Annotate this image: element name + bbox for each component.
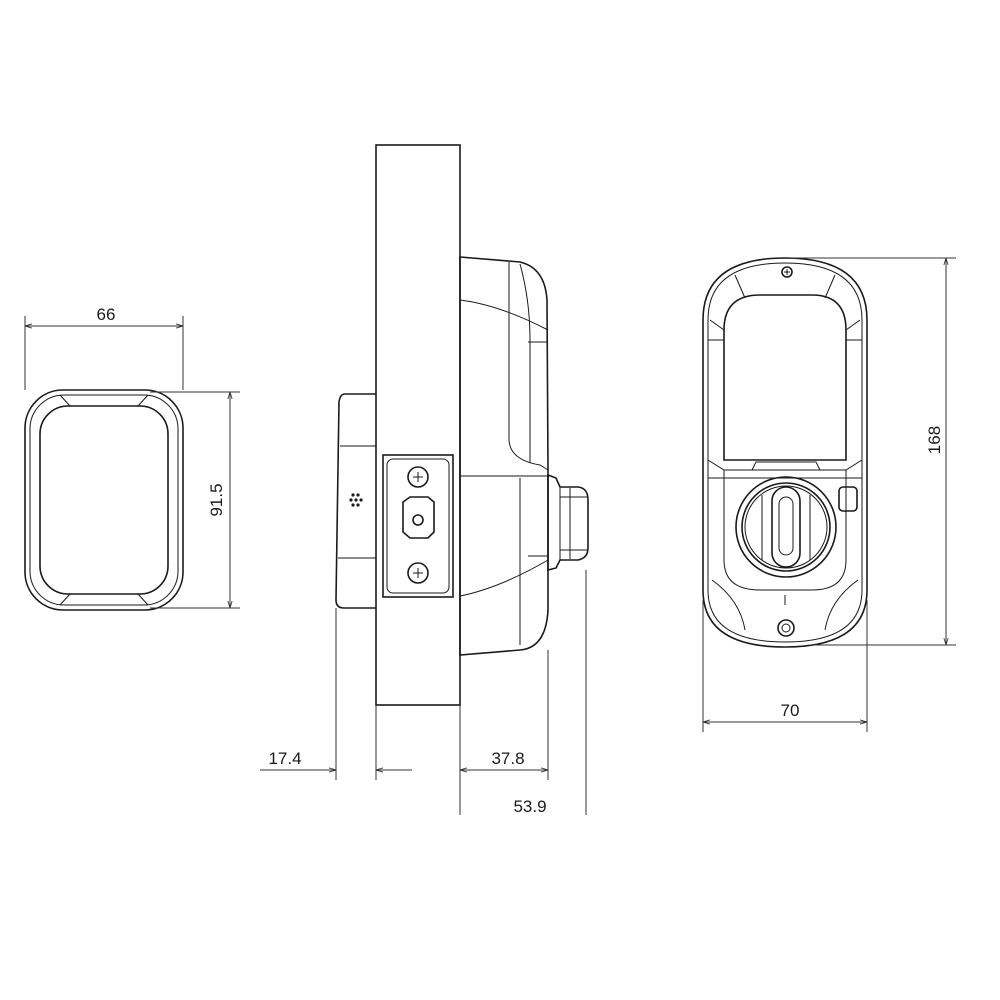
dim-label-91-5: 91.5 — [207, 483, 226, 516]
dim-label-37-8: 37.8 — [491, 749, 524, 768]
dimension-inside-depth: 37.8 53.9 — [459, 570, 587, 816]
dimension-front-height: 91.5 — [150, 391, 240, 609]
dimension-front-width: 66 — [24, 305, 184, 390]
front-view-keypad — [24, 389, 184, 611]
dimension-outside-depth: 17.4 — [260, 608, 412, 780]
battery-switch — [838, 486, 858, 512]
thumb-turn-icon — [735, 476, 837, 578]
latch-plate — [382, 454, 454, 598]
display-panel — [723, 294, 847, 461]
screw-icon — [781, 266, 793, 278]
dimension-rear-width: 70 — [702, 600, 868, 732]
screw-icon — [407, 466, 429, 488]
thumb-turn-knob — [547, 473, 589, 572]
outside-keypad-profile — [335, 393, 376, 609]
dim-label-53-9: 53.9 — [513, 797, 546, 816]
dim-label-70: 70 — [781, 701, 800, 720]
screw-icon — [777, 619, 795, 637]
screw-icon — [407, 562, 429, 584]
dim-label-168: 168 — [925, 426, 944, 454]
inside-housing — [459, 256, 549, 656]
side-view — [335, 144, 589, 706]
dim-label-17-4: 17.4 — [268, 749, 301, 768]
rear-view — [702, 257, 868, 648]
dimension-rear-height: 168 — [790, 257, 956, 646]
speaker-holes-icon — [349, 493, 363, 507]
dim-label-66: 66 — [97, 305, 116, 324]
latch-bolt — [402, 496, 435, 539]
door-slab — [375, 144, 461, 706]
